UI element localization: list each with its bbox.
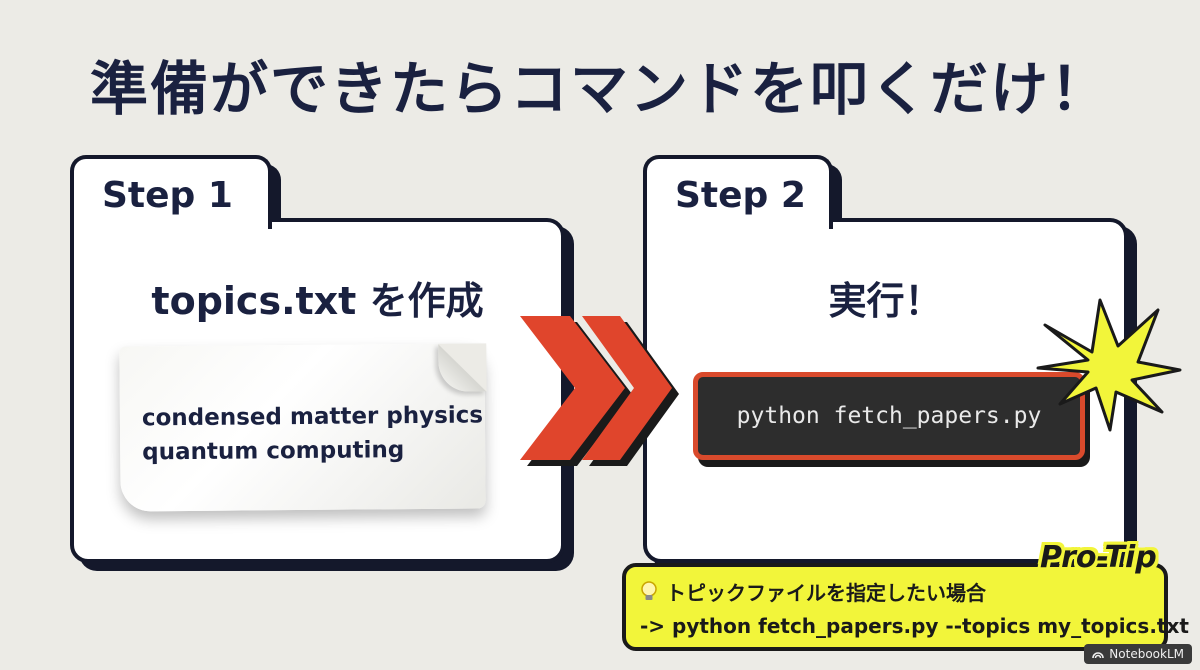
topic-line: condensed matter physics bbox=[141, 402, 484, 432]
notebooklm-watermark: NotebookLM bbox=[1084, 644, 1192, 664]
slide-title: 準備ができたらコマンドを叩くだけ！ bbox=[89, 55, 1110, 123]
burst-icon bbox=[1036, 298, 1182, 432]
lightbulb-icon bbox=[641, 580, 657, 600]
topics-file-content: condensed matter physics quantum computi… bbox=[142, 398, 484, 469]
pro-tip-box: トピックファイルを指定したい場合 -> python fetch_papers.… bbox=[622, 563, 1189, 651]
watermark-label: NotebookLM bbox=[1109, 647, 1184, 661]
notebooklm-logo-icon bbox=[1092, 651, 1105, 658]
double-chevron-arrow-icon bbox=[520, 316, 679, 466]
topics-file-note: condensed matter physics quantum computi… bbox=[119, 343, 487, 512]
page-curl-icon bbox=[438, 343, 487, 392]
step2-tab-label: Step 2 bbox=[675, 175, 806, 216]
pro-tip-text: トピックファイルを指定したい場合 bbox=[666, 581, 986, 605]
step1-heading: topics.txt を作成 bbox=[151, 279, 484, 323]
command-text: python fetch_papers.py bbox=[736, 403, 1042, 429]
pro-tip-badge: Pro-Tip bbox=[1040, 540, 1157, 575]
step1-tab-label: Step 1 bbox=[102, 175, 233, 216]
step2-heading: 実行！ bbox=[828, 279, 943, 323]
pro-tip-command: -> python fetch_papers.py --topics my_to… bbox=[640, 614, 1189, 638]
topic-line: quantum computing bbox=[142, 437, 405, 466]
command-terminal: python fetch_papers.py bbox=[693, 372, 1085, 460]
